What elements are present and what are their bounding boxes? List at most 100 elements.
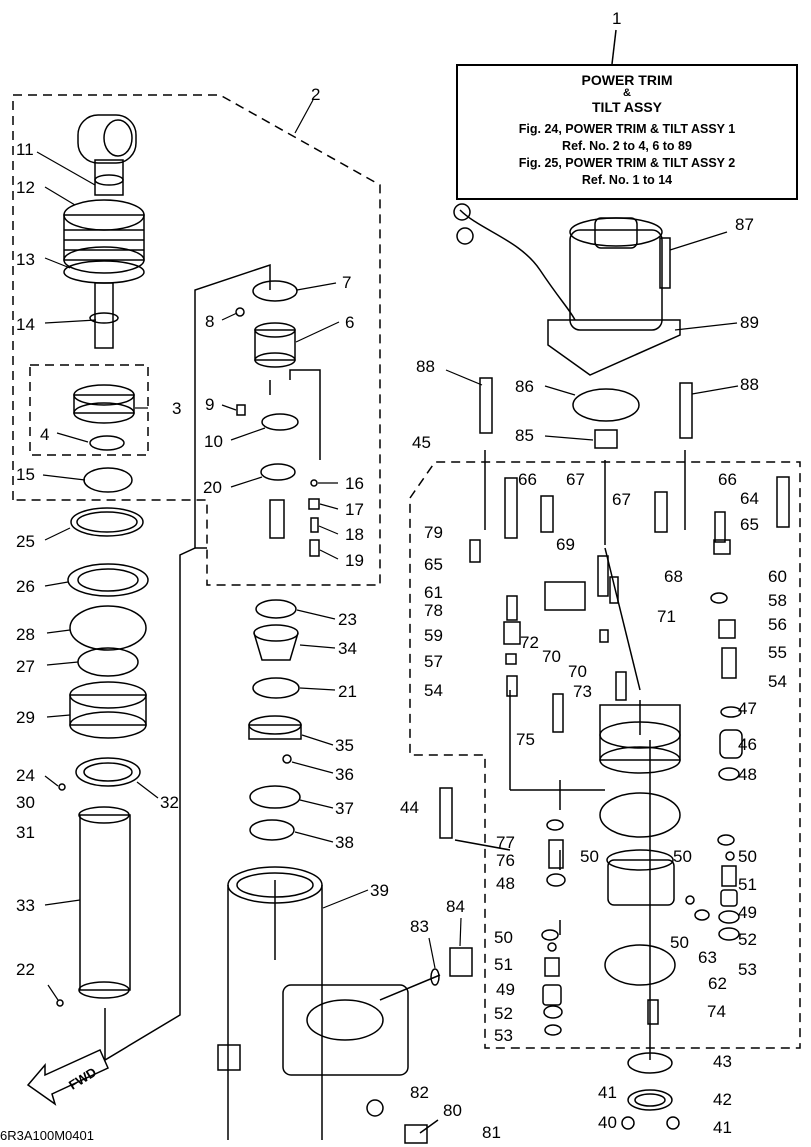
callout-33: 33: [16, 896, 35, 915]
callout-labels: 1 2 3 4 6 7 8 9 10 11 12 13 14 15 16 17 …: [16, 9, 787, 1142]
callout-67a: 67: [566, 470, 585, 489]
callout-67b: 67: [612, 490, 631, 509]
callout-1: 1: [612, 9, 621, 28]
callout-13: 13: [16, 250, 35, 269]
label-leaders: [36, 99, 739, 1001]
title-line-2: &: [623, 87, 631, 99]
o-ring-7: [252, 280, 298, 302]
callout-37: 37: [335, 799, 354, 818]
callout-64: 64: [740, 489, 759, 508]
callout-24: 24: [16, 766, 35, 785]
title-line-1: POWER TRIM: [581, 72, 673, 88]
callout-65b: 65: [740, 515, 759, 534]
ref-line-3: Fig. 25, POWER TRIM & TILT ASSY 2: [518, 156, 736, 170]
ball-24: [58, 783, 66, 791]
callout-4: 4: [40, 425, 49, 444]
callout-53b: 53: [494, 1026, 513, 1045]
callout-38: 38: [335, 833, 354, 852]
title-line-3: TILT ASSY: [592, 99, 662, 115]
callout-17: 17: [345, 500, 364, 519]
callout-88b: 88: [740, 375, 759, 394]
callout-7: 7: [342, 273, 351, 292]
callout-21: 21: [338, 682, 357, 701]
callout-15: 15: [16, 465, 35, 484]
callout-9: 9: [205, 395, 214, 414]
callout-89: 89: [740, 313, 759, 332]
callout-30: 30: [16, 793, 35, 812]
ball-16: [310, 479, 318, 487]
callout-44: 44: [400, 798, 419, 817]
callout-50e: 50: [494, 928, 513, 947]
o-ring-15: [83, 467, 133, 493]
callout-14: 14: [16, 315, 35, 334]
callout-29: 29: [16, 708, 35, 727]
spring-19: [309, 539, 320, 557]
callout-75: 75: [516, 730, 535, 749]
bolt-88b: [679, 382, 693, 439]
callout-79: 79: [424, 523, 443, 542]
callout-47: 47: [738, 699, 757, 718]
callout-12: 12: [16, 178, 35, 197]
callout-20: 20: [203, 478, 222, 497]
callout-57: 57: [424, 652, 443, 671]
cap-35: [248, 715, 302, 740]
callout-31: 31: [16, 823, 35, 842]
callout-49a: 49: [738, 903, 757, 922]
callout-10: 10: [204, 432, 223, 451]
callout-26: 26: [16, 577, 35, 596]
ring-26: [67, 563, 149, 597]
callout-62: 62: [708, 974, 727, 993]
callout-87: 87: [735, 215, 754, 234]
pin-18: [310, 517, 319, 533]
bolt-87: [659, 237, 671, 289]
callout-8: 8: [205, 312, 214, 331]
seals-bottom: [621, 1052, 680, 1130]
callout-41b: 41: [713, 1118, 732, 1137]
callout-39: 39: [370, 881, 389, 900]
o-ring-23: [255, 599, 297, 619]
group-2-outline: [12, 94, 801, 1049]
callout-63: 63: [698, 948, 717, 967]
ref-line-1: Fig. 24, POWER TRIM & TILT ASSY 1: [518, 122, 736, 136]
tilt-rod-end: [77, 114, 137, 196]
callout-77: 77: [496, 833, 515, 852]
callout-49b: 49: [496, 980, 515, 999]
callout-42: 42: [713, 1090, 732, 1109]
callout-82: 82: [410, 1083, 429, 1102]
callout-70b: 70: [568, 662, 587, 681]
callout-23: 23: [338, 610, 357, 629]
callout-46: 46: [738, 735, 757, 754]
fwd-arrow-icon: [26, 1049, 109, 1106]
callout-69: 69: [556, 535, 575, 554]
drawing-code: 6R3A100M0401: [0, 1128, 94, 1143]
callout-70a: 70: [542, 647, 561, 666]
cap-34: [253, 624, 299, 661]
ball-8: [235, 307, 245, 317]
ring-37: [249, 785, 301, 809]
screw-36: [282, 754, 292, 764]
callout-59: 59: [424, 626, 443, 645]
valve-6: [254, 322, 296, 368]
o-ring-28: [69, 605, 147, 651]
washer-32: [75, 757, 141, 787]
ring-25: [70, 507, 144, 537]
callout-84: 84: [446, 897, 465, 916]
callout-81: 81: [482, 1123, 501, 1142]
o-ring-27: [77, 647, 139, 677]
callout-51a: 51: [738, 875, 757, 894]
circlip-38: [249, 819, 295, 841]
o-ring-86: [572, 388, 640, 422]
callout-50c: 50: [738, 847, 757, 866]
callout-16: 16: [345, 474, 364, 493]
callout-40: 40: [598, 1113, 617, 1132]
motor-89: [453, 203, 681, 376]
callout-35: 35: [335, 736, 354, 755]
rod-14: [94, 282, 114, 349]
callout-66b: 66: [718, 470, 737, 489]
callout-72: 72: [520, 633, 539, 652]
callout-32: 32: [160, 793, 179, 812]
callout-78: 78: [424, 601, 443, 620]
o-ring-4: [89, 435, 125, 451]
callout-73: 73: [573, 682, 592, 701]
callout-61: 61: [424, 583, 443, 602]
